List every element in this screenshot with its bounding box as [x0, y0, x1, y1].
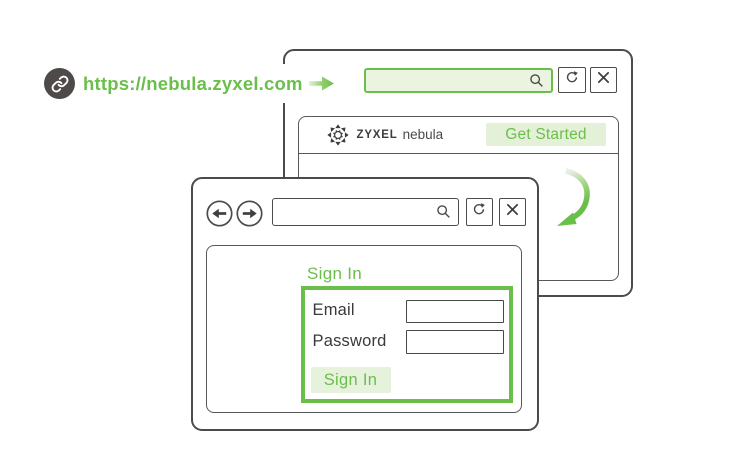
address-bar-back [363, 67, 553, 93]
search-icon [436, 204, 451, 219]
close-icon [597, 71, 610, 89]
signin-form: Email Password Sign In [301, 286, 513, 403]
close-button[interactable] [589, 67, 617, 93]
signin-page-panel: Sign In Email Password Sign In [205, 244, 522, 413]
address-input-back[interactable] [365, 69, 529, 91]
forward-button[interactable] [236, 200, 263, 227]
arrow-left-icon [205, 200, 233, 227]
chain-link-icon [44, 68, 75, 99]
browser-window-front: Sign In Email Password Sign In [191, 177, 539, 431]
refresh-button[interactable] [465, 197, 493, 226]
zyxel-logo-icon [326, 123, 350, 147]
header-divider [298, 152, 618, 154]
arrow-right-gradient-icon [308, 75, 335, 92]
email-label: Email [312, 301, 355, 319]
brand-zyxel-text: ZYXEL [356, 128, 398, 141]
refresh-icon [471, 201, 487, 222]
search-icon [529, 73, 544, 88]
close-button[interactable] [498, 197, 526, 226]
nebula-page-header: ZYXEL nebula [299, 117, 618, 153]
address-bar-front [271, 197, 459, 226]
email-input[interactable] [405, 299, 504, 323]
arrow-right-icon [236, 200, 263, 227]
back-button[interactable] [205, 200, 233, 227]
address-input-front[interactable] [272, 198, 436, 225]
refresh-icon [564, 69, 580, 90]
nebula-url-link[interactable]: https://nebula.zyxel.com [83, 72, 303, 94]
close-icon [506, 203, 519, 221]
get-started-button[interactable]: Get Started [486, 123, 606, 146]
refresh-button[interactable] [557, 67, 586, 93]
url-link-row: https://nebula.zyxel.com [44, 64, 338, 103]
password-label: Password [312, 331, 387, 350]
redirect-curved-arrow-icon [552, 167, 598, 242]
brand-nebula-text: nebula [402, 127, 444, 142]
signin-title: Sign In [307, 264, 363, 283]
signin-button[interactable]: Sign In [310, 366, 391, 393]
password-input[interactable] [405, 329, 504, 354]
